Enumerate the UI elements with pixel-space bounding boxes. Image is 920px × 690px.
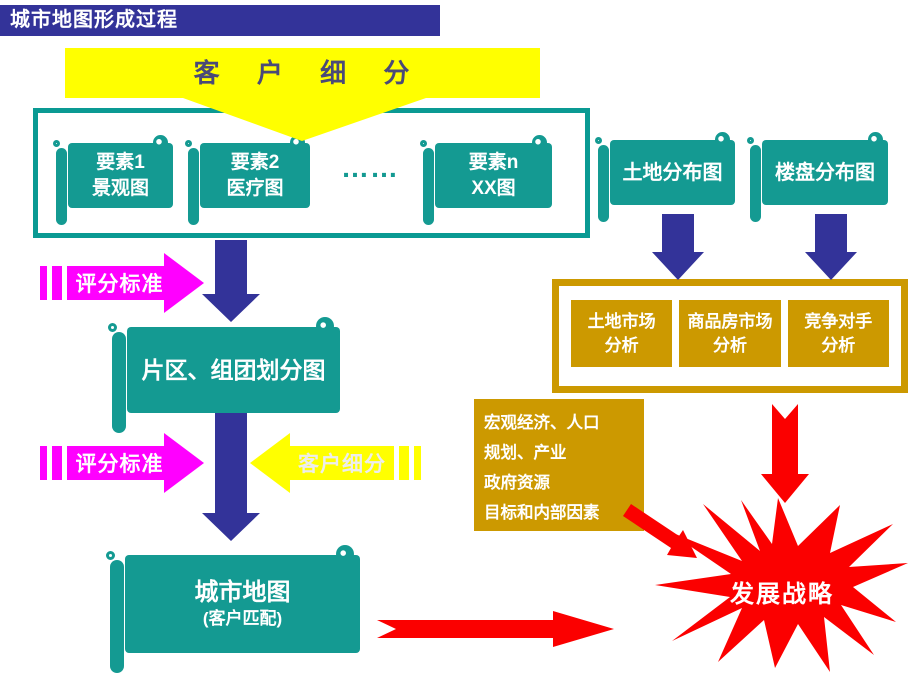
strategy-label: 发展战略 [730, 581, 834, 608]
scroll-roll [56, 148, 67, 225]
city-map-subtitle: (客户匹配) [202, 609, 283, 628]
scroll-factor-1: 要素1 景观图 [53, 135, 173, 225]
scroll-curl-icon [316, 317, 334, 335]
stripe-bar [40, 446, 47, 480]
scroll-curl-icon [290, 135, 305, 150]
scroll-factor-n: 要素n XX图 [420, 135, 552, 225]
scroll-roll [750, 145, 761, 222]
scroll-curl-icon [420, 140, 427, 147]
scroll-roll [112, 332, 126, 433]
district-map-label: 片区、组团划分图 [141, 357, 326, 383]
factor-n-line1: 要素n [468, 151, 519, 173]
slide-title: 城市地图形成过程 [10, 9, 178, 31]
macro-factor-line: 宏观经济、人口 [484, 414, 600, 432]
scroll-roll [598, 145, 609, 222]
factor-1-line2: 景观图 [91, 177, 149, 199]
analysis-land-line1: 土地市场 [587, 311, 656, 331]
factor-2-line1: 要素2 [230, 151, 280, 173]
scroll-land-distribution: 土地分布图 [595, 132, 735, 222]
right-arrow-head-icon [164, 433, 204, 493]
macro-factor-line: 规划、产业 [484, 444, 567, 462]
analysis-land-line2: 分析 [604, 335, 639, 355]
analysis-housing-line2: 分析 [712, 335, 747, 355]
scroll-curl-icon [185, 140, 192, 147]
stripe-bar [52, 446, 62, 480]
stripe-bar [399, 446, 409, 480]
analysis-competitor-line2: 分析 [821, 335, 856, 355]
right-arrow-head-icon [164, 253, 204, 313]
down-arrow-district-icon [202, 240, 260, 322]
factor-1-line1: 要素1 [96, 151, 145, 173]
customer-segmentation-banner: 客 户 细 分 [65, 48, 540, 98]
scroll-curl-icon [153, 135, 168, 150]
customer-segmentation-arrow: 客户细分 [250, 433, 421, 493]
scoring-criteria-arrow-1: 评分标准 [40, 253, 204, 313]
property-distribution-label: 楼盘分布图 [775, 161, 875, 184]
scoring-criteria-arrow-2: 评分标准 [40, 433, 204, 493]
market-analysis-container: 土地市场 分析 商品房市场 分析 竞争对手 分析 [552, 279, 908, 393]
scroll-curl-icon [106, 551, 115, 560]
scroll-curl-icon [595, 137, 602, 144]
stripe-bar [52, 266, 62, 300]
red-right-arrow-icon [377, 611, 614, 647]
scroll-curl-icon [336, 545, 354, 563]
analysis-housing-line1: 商品房市场 [687, 311, 773, 331]
scroll-curl-icon [747, 137, 754, 144]
stripe-bar [414, 446, 421, 480]
scroll-city-map: 城市地图 (客户匹配) [106, 545, 360, 673]
scroll-property-distribution: 楼盘分布图 [747, 132, 888, 222]
macro-factor-line: 政府资源 [484, 474, 550, 492]
analysis-land-market: 土地市场 分析 [571, 300, 673, 367]
left-arrow-head-icon [250, 433, 290, 493]
analysis-competitor-line1: 竞争对手 [804, 311, 873, 331]
scoring-criteria-label: 评分标准 [67, 266, 164, 300]
factor-2-line2: 医疗图 [226, 177, 284, 199]
banner-label: 客 户 细 分 [193, 58, 412, 88]
scroll-roll [188, 148, 199, 225]
scroll-curl-icon [532, 135, 547, 150]
scroll-factor-2: 要素2 医疗图 [185, 135, 310, 225]
slide-title-bar: 城市地图形成过程 [0, 5, 440, 36]
scroll-district-map: 片区、组团划分图 [108, 317, 340, 433]
analysis-competitor: 竞争对手 分析 [787, 300, 889, 367]
analysis-housing-market: 商品房市场 分析 [679, 300, 781, 367]
scroll-roll [423, 148, 434, 225]
down-arrow-property-icon [805, 214, 857, 280]
red-down-arrow-icon [761, 404, 809, 503]
city-map-title: 城市地图 [194, 579, 291, 606]
scoring-criteria-label: 评分标准 [67, 446, 164, 480]
scroll-curl-icon [53, 140, 60, 147]
scroll-curl-icon [715, 132, 730, 147]
scroll-curl-icon [108, 323, 117, 332]
macro-factor-line: 目标和内部因素 [484, 504, 600, 522]
factor-n-line2: XX图 [471, 177, 516, 199]
down-arrow-land-icon [652, 214, 704, 280]
scroll-curl-icon [868, 132, 883, 147]
scroll-roll [110, 560, 124, 673]
factor-ellipsis: …… [341, 152, 399, 183]
land-distribution-label: 土地分布图 [622, 161, 723, 184]
stripe-bar [40, 266, 47, 300]
macro-factors-box: 宏观经济、人口 规划、产业 政府资源 目标和内部因素 [474, 399, 644, 531]
customer-segmentation-label: 客户细分 [290, 446, 394, 480]
